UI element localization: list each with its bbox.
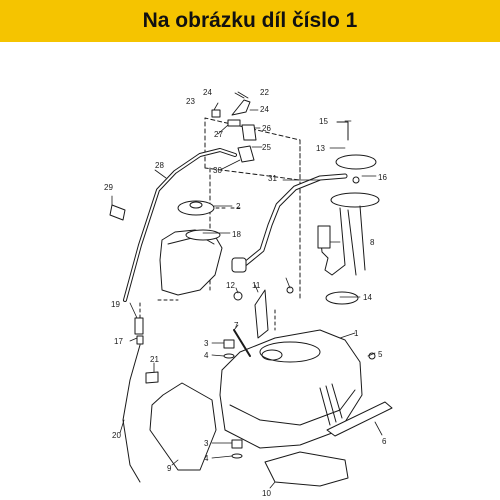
fuel-hose-inner (238, 174, 347, 270)
label-18: 18 (232, 230, 241, 239)
label-29: 29 (104, 183, 113, 192)
assembly-outline (204, 117, 301, 301)
clip-21 (145, 371, 159, 384)
washer-4-bottom (231, 453, 243, 459)
drain-hose (122, 344, 141, 483)
label-12: 12 (226, 281, 235, 290)
label-31: 31 (268, 174, 277, 183)
tank-seam (229, 389, 356, 426)
label-26: 26 (262, 124, 271, 133)
label-19: 19 (111, 300, 120, 309)
fuel-cap-knob (189, 201, 203, 209)
screw-27 (227, 119, 241, 127)
label-28: 28 (155, 161, 164, 170)
damper-strip (326, 401, 393, 437)
fuel-tank (219, 329, 363, 449)
label-27: 27 (214, 130, 223, 139)
label-4b: 4 (204, 454, 209, 463)
pump-gasket-13 (335, 154, 377, 170)
breather-hose-inner (124, 149, 236, 301)
label-15: 15 (319, 117, 328, 126)
label-9: 9 (167, 464, 172, 473)
label-22: 22 (260, 88, 269, 97)
label-30: 30 (213, 166, 222, 175)
page-title: Na obrázku díl číslo 1 (142, 9, 358, 32)
label-10: 10 (262, 489, 271, 498)
valve-25 (237, 145, 255, 163)
side-cover (149, 382, 217, 471)
fitting-23 (211, 109, 221, 118)
clip-16 (352, 176, 360, 184)
pump-rods (347, 205, 366, 276)
rod-7 (233, 329, 251, 357)
hose-joint-19 (134, 317, 144, 335)
valve-26 (241, 124, 257, 141)
label-20: 20 (112, 431, 121, 440)
washer-4-top (223, 353, 235, 359)
label-25: 25 (262, 143, 271, 152)
label-3a: 3 (204, 339, 209, 348)
pump-seal-14 (325, 291, 359, 305)
label-24b: 24 (260, 105, 269, 114)
label-24a: 24 (203, 88, 212, 97)
canister (159, 229, 223, 296)
pump-flange (330, 192, 380, 208)
pump-body (319, 207, 346, 276)
label-14: 14 (363, 293, 372, 302)
under-plate (264, 451, 349, 487)
label-6: 6 (382, 437, 387, 446)
tank-filler-neck (261, 349, 283, 361)
label-3b: 3 (204, 439, 209, 448)
bracket-11 (254, 289, 269, 339)
label-13: 13 (316, 144, 325, 153)
clip-29 (109, 204, 126, 221)
seal-ring (185, 229, 221, 241)
label-23: 23 (186, 97, 195, 106)
clamp-17 (136, 335, 144, 345)
bolt-15 (336, 121, 349, 141)
label-1: 1 (354, 329, 359, 338)
collar-3-bottom (231, 439, 243, 449)
collar-3-top (223, 339, 235, 349)
label-21: 21 (150, 355, 159, 364)
header-banner (0, 0, 500, 42)
label-4a: 4 (204, 351, 209, 360)
label-5: 5 (378, 350, 383, 359)
fitting-22 (231, 99, 251, 116)
label-16: 16 (378, 173, 387, 182)
label-leaders (111, 91, 383, 489)
label-11: 11 (252, 281, 261, 290)
label-8: 8 (370, 238, 375, 247)
label-7: 7 (234, 321, 239, 330)
hose-clamp (231, 257, 247, 273)
tank-ribs (319, 383, 343, 426)
label-17: 17 (114, 337, 123, 346)
pump-filter (317, 225, 331, 249)
label-2: 2 (236, 202, 241, 211)
tank-pump-opening (259, 341, 321, 363)
